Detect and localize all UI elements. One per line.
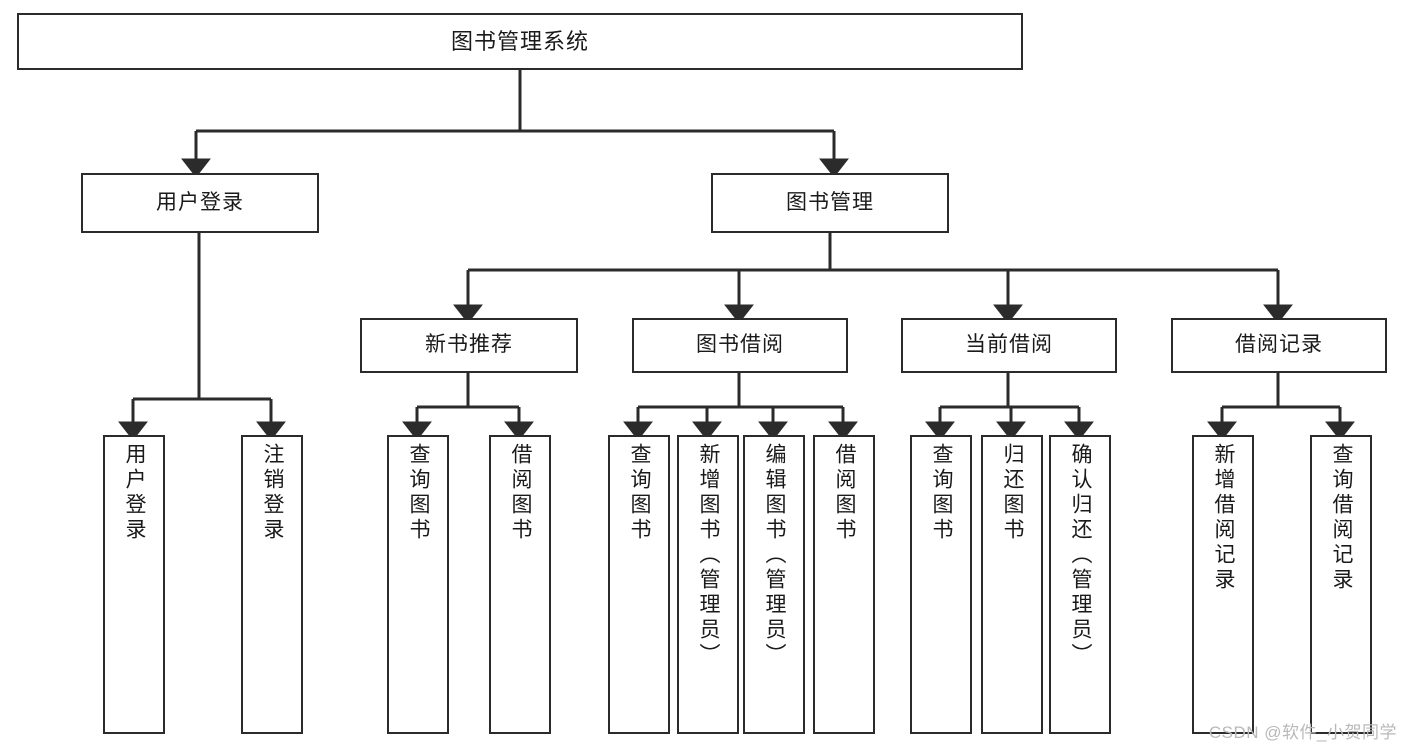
node-leaf-query-book-2-label: 查询图书 xyxy=(628,443,652,543)
node-new-book-recommend-label: 新书推荐 xyxy=(425,333,513,357)
node-current-borrow-label: 当前借阅 xyxy=(965,333,1053,357)
node-leaf-confirm-return-label: 确认归还（管理员） xyxy=(1069,443,1093,668)
node-leaf-add-record[interactable]: 新增借阅记录 xyxy=(1192,435,1254,734)
node-new-book-recommend[interactable]: 新书推荐 xyxy=(360,318,578,373)
node-user-login-label: 用户登录 xyxy=(156,190,244,214)
node-leaf-query-book-1-label: 查询图书 xyxy=(407,443,431,543)
node-borrow-record-label: 借阅记录 xyxy=(1235,333,1323,357)
node-book-management[interactable]: 图书管理 xyxy=(711,173,949,233)
node-leaf-add-book-label: 新增图书（管理员） xyxy=(697,443,721,668)
node-leaf-return-book-label: 归还图书 xyxy=(1001,443,1025,543)
node-leaf-borrow-book-1-label: 借阅图书 xyxy=(509,443,533,543)
node-leaf-logout[interactable]: 注销登录 xyxy=(241,435,303,734)
node-book-management-label: 图书管理 xyxy=(786,190,874,214)
node-leaf-edit-book-label: 编辑图书（管理员） xyxy=(763,443,787,668)
node-leaf-query-book-1[interactable]: 查询图书 xyxy=(387,435,449,734)
node-leaf-query-record-label: 查询借阅记录 xyxy=(1330,443,1354,593)
node-book-borrow-label: 图书借阅 xyxy=(696,333,784,357)
node-leaf-query-book-2[interactable]: 查询图书 xyxy=(608,435,670,734)
node-leaf-user-login-label: 用户登录 xyxy=(123,443,147,543)
csdn-watermark: CSDN @软件_小贺同学 xyxy=(1208,723,1397,742)
node-leaf-borrow-book-2-label: 借阅图书 xyxy=(833,443,857,543)
node-leaf-query-record[interactable]: 查询借阅记录 xyxy=(1310,435,1372,734)
node-leaf-edit-book[interactable]: 编辑图书（管理员） xyxy=(743,435,805,734)
node-leaf-return-book[interactable]: 归还图书 xyxy=(981,435,1043,734)
node-root-label: 图书管理系统 xyxy=(450,28,589,54)
node-leaf-borrow-book-1[interactable]: 借阅图书 xyxy=(489,435,551,734)
node-leaf-user-login[interactable]: 用户登录 xyxy=(103,435,165,734)
node-leaf-query-book-3[interactable]: 查询图书 xyxy=(910,435,972,734)
node-leaf-logout-label: 注销登录 xyxy=(261,443,285,543)
node-leaf-confirm-return[interactable]: 确认归还（管理员） xyxy=(1049,435,1111,734)
node-current-borrow[interactable]: 当前借阅 xyxy=(901,318,1117,373)
node-leaf-borrow-book-2[interactable]: 借阅图书 xyxy=(813,435,875,734)
node-leaf-query-book-3-label: 查询图书 xyxy=(930,443,954,543)
node-borrow-record[interactable]: 借阅记录 xyxy=(1171,318,1387,373)
node-book-borrow[interactable]: 图书借阅 xyxy=(632,318,848,373)
node-leaf-add-record-label: 新增借阅记录 xyxy=(1212,443,1236,593)
node-root-book-management-system[interactable]: 图书管理系统 xyxy=(17,13,1023,70)
node-user-login[interactable]: 用户登录 xyxy=(81,173,319,233)
node-leaf-add-book[interactable]: 新增图书（管理员） xyxy=(677,435,739,734)
